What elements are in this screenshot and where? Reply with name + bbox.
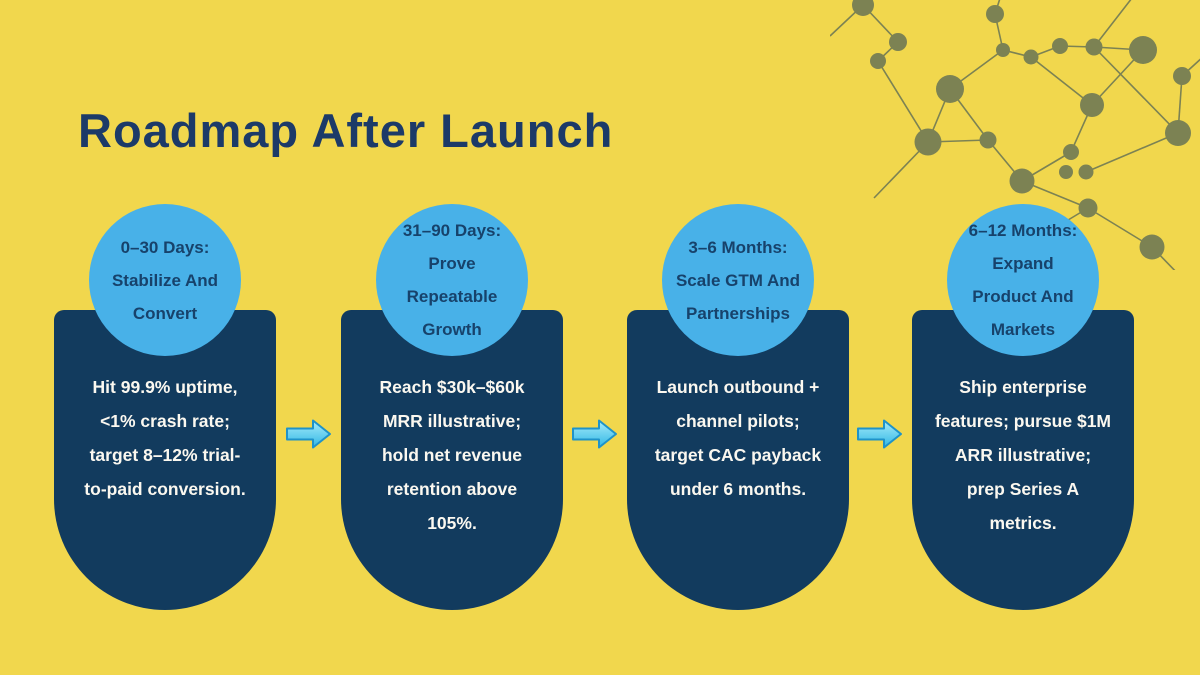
stage-panel-1: Hit 99.9% uptime, <1% crash rate; target… (54, 310, 276, 610)
stage-panel-2: Reach $30k–$60k MRR illustrative; hold n… (341, 310, 563, 610)
right-block-arrow-icon-3 (857, 419, 902, 449)
stage-phase-label: 31–90 Days: Prove Repeatable Growth (402, 221, 502, 339)
stage-column-2: Reach $30k–$60k MRR illustrative; hold n… (341, 0, 563, 675)
stage-column-1: Hit 99.9% uptime, <1% crash rate; target… (54, 0, 276, 675)
stage-phase-label: 3–6 Months: Scale GTM And Partnerships (675, 237, 801, 323)
stage-column-4: Ship enterprise features; pursue $1M ARR… (912, 0, 1134, 675)
right-block-arrow-icon-2 (572, 419, 617, 449)
stage-phase-circle-4: 6–12 Months: Expand Product And Markets (947, 204, 1099, 356)
stage-body-text: Reach $30k–$60k MRR illustrative; hold n… (379, 377, 525, 533)
stage-body-text: Hit 99.9% uptime, <1% crash rate; target… (84, 377, 246, 499)
stage-phase-circle-1: 0–30 Days: Stabilize And Convert (89, 204, 241, 356)
stage-phase-circle-2: 31–90 Days: Prove Repeatable Growth (376, 204, 528, 356)
stage-phase-label: 6–12 Months: Expand Product And Markets (968, 221, 1078, 339)
network-decoration-icon (830, 0, 1200, 270)
right-block-arrow-icon-1 (286, 419, 331, 449)
stage-phase-circle-3: 3–6 Months: Scale GTM And Partnerships (662, 204, 814, 356)
stage-body-text: Ship enterprise features; pursue $1M ARR… (934, 377, 1112, 533)
stage-phase-label: 0–30 Days: Stabilize And Convert (111, 237, 219, 323)
stage-body-text: Launch outbound + channel pilots; target… (654, 377, 822, 499)
page-title: Roadmap After Launch (78, 104, 614, 158)
stage-column-3: Launch outbound + channel pilots; target… (627, 0, 849, 675)
stage-panel-3: Launch outbound + channel pilots; target… (627, 310, 849, 610)
stage-panel-4: Ship enterprise features; pursue $1M ARR… (912, 310, 1134, 610)
